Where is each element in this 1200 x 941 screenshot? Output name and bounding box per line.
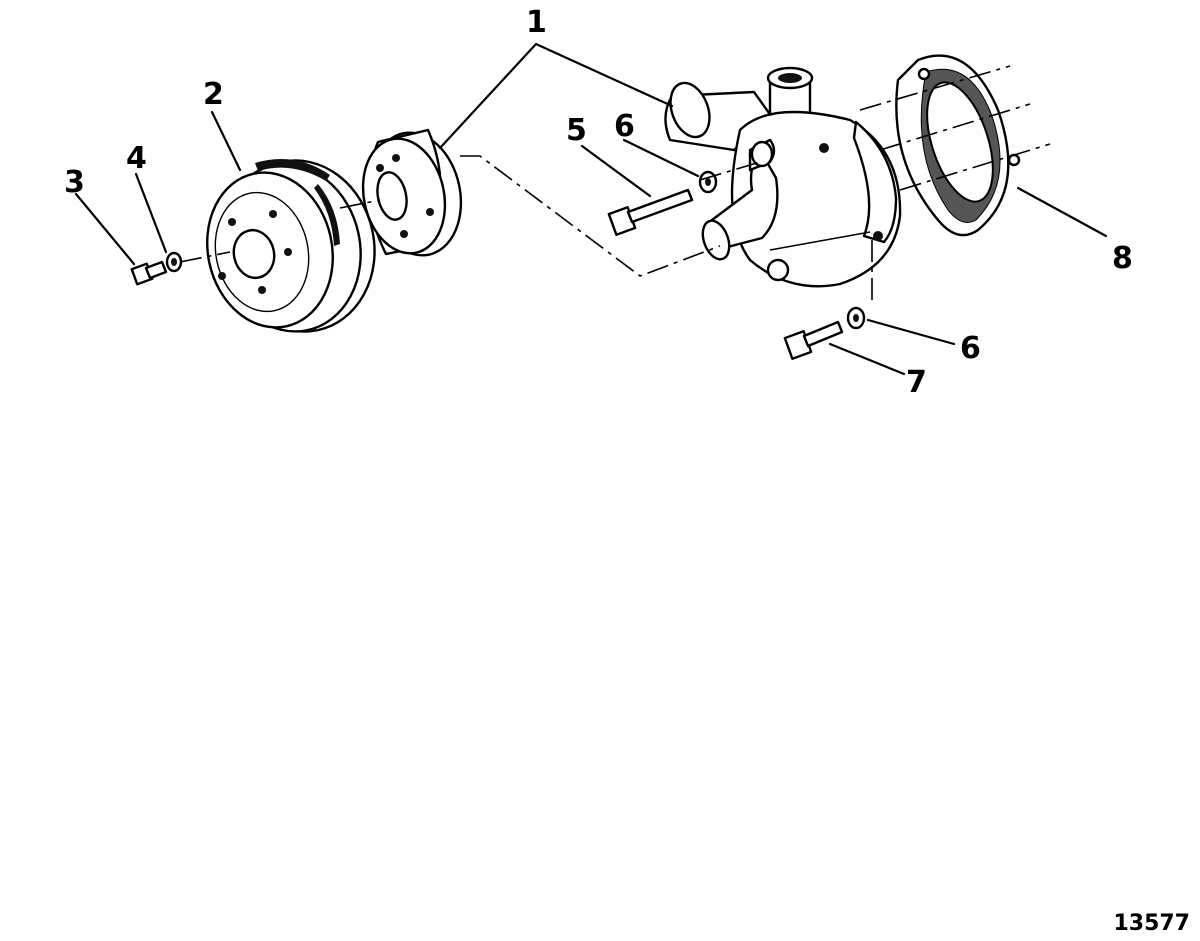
callout-labels: 1 2 3 4 5 6 6 7 8 [64,5,1133,400]
leader-lines [74,42,1108,376]
figure-number: 13577 [1113,911,1190,936]
washer-part-6-upper [698,170,718,194]
gasket [895,54,1021,237]
bolt-part-7 [783,320,844,360]
water-pump-body [664,66,902,288]
washer-part-4 [165,251,183,273]
callout-3: 3 [64,165,85,200]
callout-5: 5 [566,113,587,148]
pump-hub [361,128,463,257]
bolt-part-3 [130,260,168,286]
callout-2: 2 [203,77,224,112]
callout-6-lower: 6 [960,331,981,366]
bolt-part-5 [607,188,694,236]
pulley [206,159,376,333]
callout-6-upper: 6 [614,109,635,144]
callout-4: 4 [126,141,147,176]
callout-8: 8 [1112,241,1133,276]
callout-1: 1 [526,5,547,40]
alignment-lines [179,65,1051,300]
washer-part-6-lower [846,306,866,330]
callout-7: 7 [906,365,927,400]
